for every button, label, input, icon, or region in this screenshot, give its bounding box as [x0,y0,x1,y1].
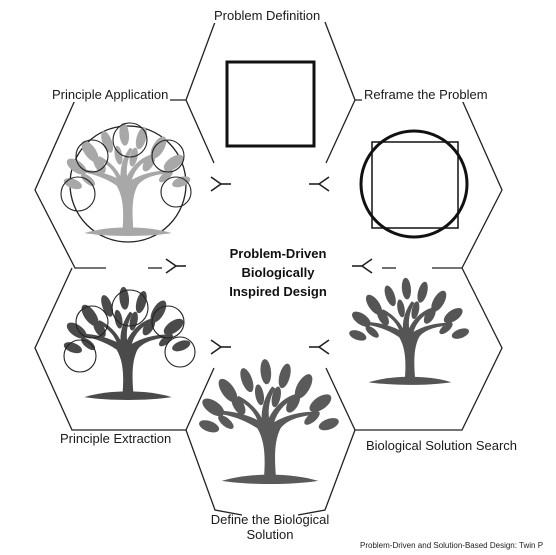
hex-top-outline [185,21,216,164]
tree-in-circle-icon [60,122,192,243]
center-title: Problem-Driven Biologically Inspired Des… [178,244,378,301]
step-label-line: Define the Biological [210,512,330,527]
step-label-principle-extraction: Principle Extraction [58,431,174,446]
circle-square-icon [359,129,469,239]
step-label-biological-solution-search: Biological Solution Search [364,438,520,453]
step-label-reframe-the-problem: Reframe the Problem [362,87,490,102]
step-label-define-the-biological-solution: Define the Biological Solution [205,512,335,542]
junction-mark [210,339,232,355]
hex-top-outline-right [324,21,356,164]
center-title-line: Biologically [241,265,315,280]
step-label-problem-definition: Problem Definition [212,8,323,23]
tree-icon [197,358,341,485]
figure-caption: Problem-Driven and Solution-Based Design… [360,541,544,550]
hex-bottom-outline [185,429,243,516]
hex-bottom-outline-right [297,429,356,516]
step-label-line: Solution [246,527,294,542]
center-title-line: Problem-Driven [229,246,327,261]
junction-mark [308,339,330,355]
hex-upper-right-outline [355,99,503,269]
hex-lower-left-outline [34,267,215,431]
center-title-line: Inspired Design [229,284,327,299]
step-label-principle-application: Principle Application [50,87,171,102]
tree-circles-icon [62,286,196,400]
square-icon [225,60,316,148]
junction-mark [308,176,330,192]
junction-mark [210,176,232,192]
hex-lower-right-outline [325,267,503,431]
